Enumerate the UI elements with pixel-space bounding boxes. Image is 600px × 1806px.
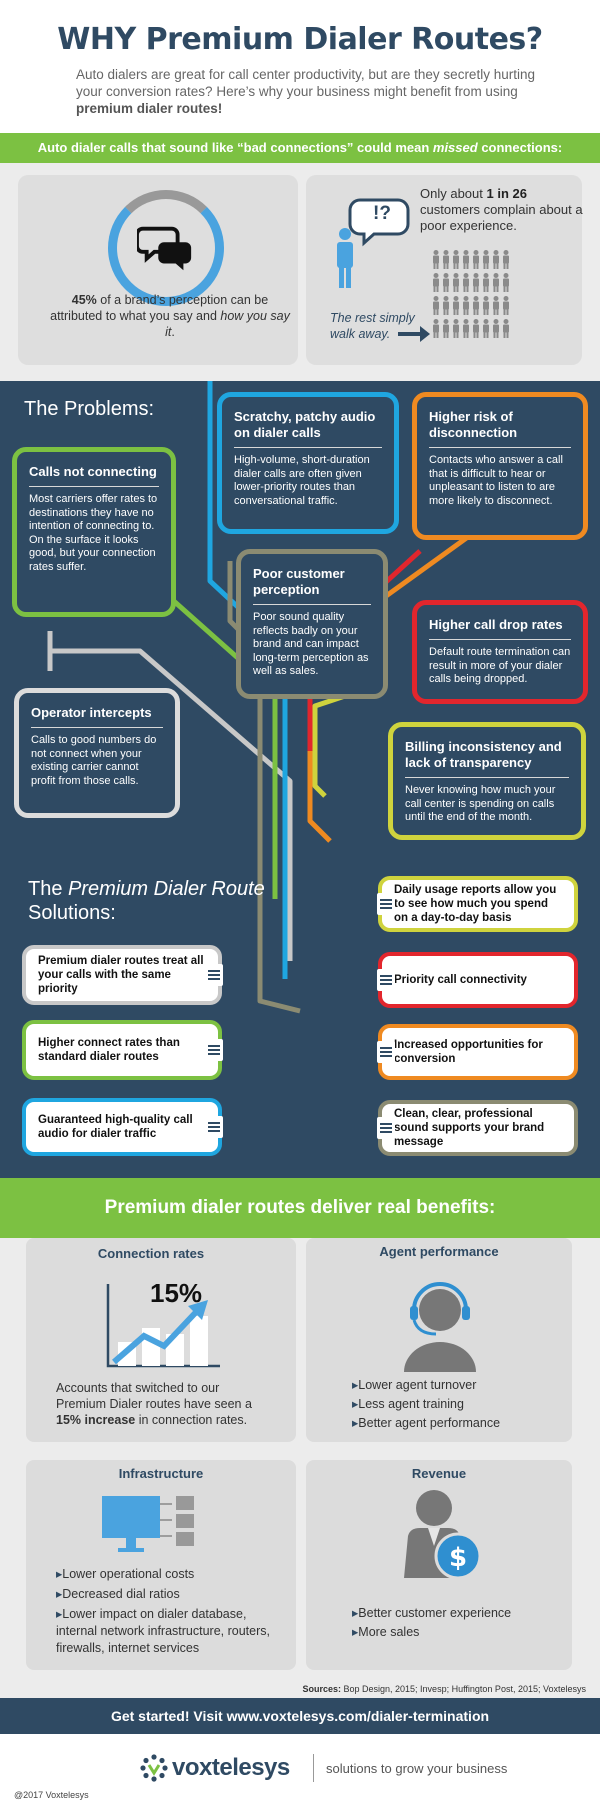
page-title: WHY Premium Dialer Routes? xyxy=(57,22,543,57)
solution-priority-connectivity: Priority call connectivity xyxy=(378,952,578,1008)
agent-performance-title: Agent performance xyxy=(379,1244,499,1259)
plug-icon xyxy=(205,964,223,986)
computer-server-icon xyxy=(102,1496,194,1552)
connection-stat: 15% xyxy=(150,1278,203,1308)
perception-stat: 45% of a brand’s perception can be attri… xyxy=(50,293,290,339)
solutions-heading: The Premium Dialer Route Solutions: xyxy=(28,878,265,924)
header: WHY Premium Dialer Routes? Auto dialers … xyxy=(0,0,600,130)
problems-heading: The Problems: xyxy=(24,398,155,420)
arrow-right-icon xyxy=(398,326,430,342)
intro-text: Auto dialers are great for call center p… xyxy=(76,67,535,116)
problem-operator-intercepts: Operator intercepts Calls to good number… xyxy=(14,688,180,818)
problem-scratchy-audio: Scratchy, patchy audio on dialer calls H… xyxy=(217,392,399,534)
complaints-stat: Only about 1 in 26 customers complain ab… xyxy=(420,186,583,233)
benefit-card-connection xyxy=(26,1238,296,1442)
call-to-action[interactable]: Get started! Visit www.voxtelesys.com/di… xyxy=(0,1698,600,1734)
complaining-person-icon xyxy=(337,198,410,288)
infrastructure-benefit-list: Lower operational costs Decreased dial r… xyxy=(56,1566,286,1657)
footer: voxtelesys solutions to grow your busine… xyxy=(0,1734,600,1806)
walk-away-text: The rest simply walk away. xyxy=(330,311,415,341)
connection-rates-title: Connection rates xyxy=(97,1246,205,1261)
growth-chart-icon xyxy=(106,1284,220,1368)
copyright: @2017 Voxtelesys xyxy=(14,1790,89,1800)
connection-rates-text: Accounts that switched to our Premium Di… xyxy=(56,1381,252,1427)
revenue-title: Revenue xyxy=(411,1466,467,1481)
solution-higher-connect-rates: Higher connect rates than standard diale… xyxy=(22,1020,222,1080)
solution-conversion-opportunities: Increased opportunities for conversion xyxy=(378,1024,578,1080)
solution-high-quality-audio: Guaranteed high-quality call audio for d… xyxy=(22,1098,222,1156)
voxtelesys-logo-icon xyxy=(140,1754,168,1782)
plug-icon xyxy=(377,1117,395,1139)
benefits-banner: Premium dialer routes deliver real benef… xyxy=(0,1178,600,1238)
solution-professional-sound: Clean, clear, professional sound support… xyxy=(378,1100,578,1156)
solution-same-priority: Premium dialer routes treat all your cal… xyxy=(22,945,222,1005)
plug-icon xyxy=(377,893,395,915)
brand-name: voxtelesys xyxy=(172,1754,290,1781)
sources-note: Sources: Bop Design, 2015; Invesp; Huffi… xyxy=(302,1684,586,1694)
agent-benefit-list: Lower agent turnover Less agent training… xyxy=(352,1376,562,1433)
speech-bubbles-icon xyxy=(137,226,192,271)
footer-divider xyxy=(313,1754,314,1782)
agent-headset-icon xyxy=(404,1282,476,1372)
plug-icon xyxy=(205,1039,223,1061)
revenue-benefit-list: Better customer experience More sales xyxy=(352,1604,562,1642)
problem-calls-not-connecting: Calls not connecting Most carriers offer… xyxy=(12,447,176,617)
infrastructure-title: Infrastructure xyxy=(118,1466,204,1481)
revenue-dollar-icon: $ xyxy=(404,1490,482,1580)
brand-tagline: solutions to grow your business xyxy=(326,1761,508,1776)
plug-icon xyxy=(377,1041,395,1063)
plug-icon xyxy=(205,1116,223,1138)
problem-customer-perception: Poor customer perception Poor sound qual… xyxy=(236,549,388,699)
problem-call-drop-rates: Higher call drop rates Default route ter… xyxy=(412,600,588,704)
question-exclamation-mark: !? xyxy=(373,203,391,224)
crowd-icon xyxy=(433,250,509,350)
perception-ring xyxy=(108,190,224,306)
plug-icon xyxy=(377,969,395,991)
svg-text:$: $ xyxy=(449,1543,467,1573)
problem-disconnection-risk: Higher risk of disconnection Contacts wh… xyxy=(412,392,588,540)
missed-connections-banner: Auto dialer calls that sound like “bad c… xyxy=(0,133,600,163)
solution-daily-usage-reports: Daily usage reports allow you to see how… xyxy=(378,876,578,932)
problem-billing-inconsistency: Billing inconsistency and lack of transp… xyxy=(388,722,586,840)
